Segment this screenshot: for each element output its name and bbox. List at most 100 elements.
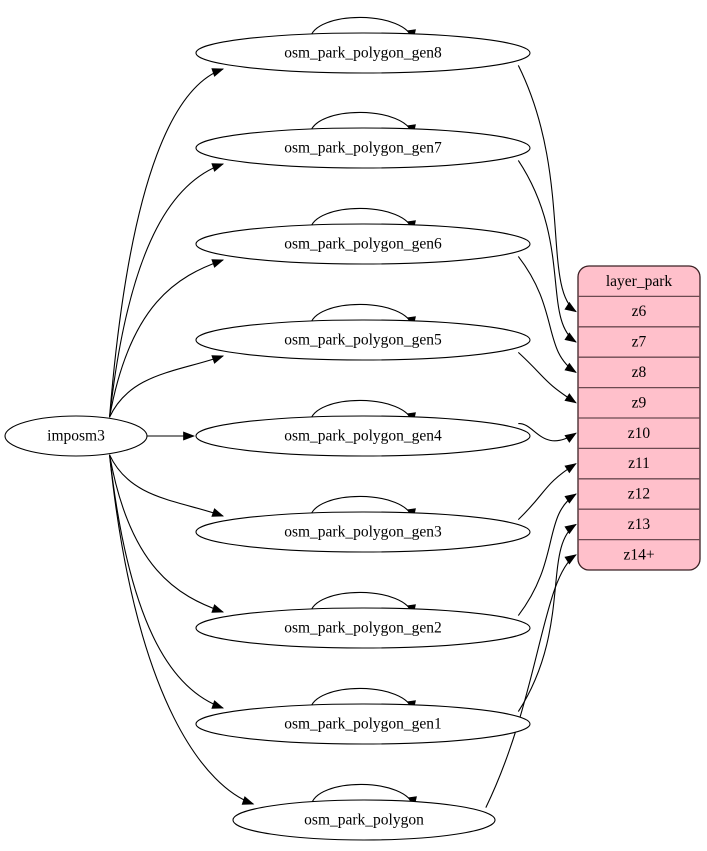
node-shape <box>195 127 531 169</box>
node-label: osm_park_polygon_gen1 <box>284 716 442 733</box>
node-shape <box>232 799 496 841</box>
edge-osm_park_polygon_gen8-to-z6 <box>517 65 577 313</box>
node-osm_park_polygon_gen6[interactable]: osm_park_polygon_gen6 <box>195 223 531 265</box>
table-row-z7[interactable]: z7 <box>632 334 647 351</box>
node-label: osm_park_polygon_gen6 <box>284 236 442 253</box>
edge-osm_park_polygon_gen3-to-z11 <box>517 463 577 520</box>
edge-osm_park_polygon_gen5-to-z9 <box>517 351 577 404</box>
edge-arrowhead <box>564 301 577 313</box>
node-osm_park_polygon_gen5[interactable]: osm_park_polygon_gen5 <box>195 319 531 361</box>
node-layer: imposm3 osm_park_polygon_gen8 osm_park_pol… <box>4 32 531 841</box>
edge-arrowhead <box>211 355 225 364</box>
edge-path <box>108 68 224 418</box>
node-label: osm_park_polygon_gen3 <box>284 524 442 541</box>
edge-arrowhead <box>183 431 195 441</box>
edge-arrowhead <box>564 493 577 504</box>
table-row-z8[interactable]: z8 <box>632 364 647 381</box>
node-osm_park_polygon_gen3[interactable]: osm_park_polygon_gen3 <box>195 511 531 553</box>
table-row-label-z9: z9 <box>632 394 647 411</box>
edge-osm_park_polygon_gen4-to-z10 <box>518 423 577 443</box>
edge-layer <box>108 65 577 808</box>
edge-arrowhead <box>564 332 577 343</box>
table-row-label-z11: z11 <box>628 455 650 472</box>
edge-imposm3-to-osm_park_polygon_gen8 <box>108 68 225 418</box>
edge-arrowhead <box>211 163 225 172</box>
node-label: osm_park_polygon_gen8 <box>284 45 442 62</box>
edge-path <box>109 454 224 517</box>
edge-osm_park_polygon-to-z14+ <box>485 554 577 808</box>
self-loop-path <box>310 783 415 808</box>
table-row-label-z7: z7 <box>632 334 647 351</box>
edge-arrowhead <box>564 554 577 565</box>
self-loop-path <box>309 303 414 328</box>
edge-path <box>517 493 577 616</box>
edge-imposm3-to-osm_park_polygon_gen5 <box>109 355 225 418</box>
node-shape <box>4 415 148 457</box>
node-shape <box>195 415 531 457</box>
edge-path <box>517 463 577 520</box>
edge-imposm3-to-osm_park_polygon_gen2 <box>109 454 225 613</box>
edge-imposm3-to-osm_park_polygon_gen7 <box>109 163 225 418</box>
self-loop-path <box>309 16 414 41</box>
table-node-layer: layer_park z6 z7 z8 z9 z10 z11 z12 z13 z14+ <box>577 265 701 571</box>
edge-arrowhead <box>564 463 577 474</box>
edge-path <box>517 523 577 712</box>
table-row-z13[interactable]: z13 <box>628 516 651 533</box>
edge-osm_park_polygon_gen7-to-z7 <box>517 160 577 343</box>
node-shape <box>195 703 531 745</box>
edge-arrowhead <box>211 508 225 517</box>
node-label: osm_park_polygon_gen4 <box>284 428 442 445</box>
edge-arrowhead <box>564 432 577 443</box>
table-row-z9[interactable]: z9 <box>632 394 647 411</box>
table-row-z11[interactable]: z11 <box>628 455 650 472</box>
edge-arrowhead <box>564 362 577 373</box>
node-osm_park_polygon_gen2[interactable]: osm_park_polygon_gen2 <box>195 607 531 649</box>
table-row-z14+[interactable]: z14+ <box>623 546 654 563</box>
layer-park-table: layer_park z6 z7 z8 z9 z10 z11 z12 z13 z14+ <box>577 265 701 571</box>
node-osm_park_polygon_gen1[interactable]: osm_park_polygon_gen1 <box>195 703 531 745</box>
table-row-label-z10: z10 <box>628 425 651 442</box>
edge-osm_park_polygon_gen2-to-z12 <box>517 493 577 616</box>
edge-path <box>109 454 254 805</box>
edge-arrowhead <box>211 700 225 709</box>
edge-path <box>517 65 577 313</box>
self-loop-path <box>309 591 414 616</box>
self-loop-path <box>309 111 414 136</box>
node-shape <box>195 32 531 74</box>
edge-imposm3-to-osm_park_polygon_gen4 <box>147 431 195 441</box>
node-osm_park_polygon_gen8[interactable]: osm_park_polygon_gen8 <box>195 32 531 74</box>
edge-osm_park_polygon_gen6-to-z8 <box>517 256 577 373</box>
node-shape <box>195 319 531 361</box>
node-label: osm_park_polygon_gen5 <box>284 332 442 349</box>
node-label: osm_park_polygon_gen2 <box>284 620 442 637</box>
table-row-z6[interactable]: z6 <box>632 303 647 320</box>
node-shape <box>195 607 531 649</box>
edge-path <box>485 554 577 808</box>
node-osm_park_polygon[interactable]: osm_park_polygon <box>232 799 496 841</box>
self-loop-path <box>309 687 414 712</box>
table-row-z12[interactable]: z12 <box>628 486 650 503</box>
edge-path <box>517 160 577 343</box>
node-shape <box>195 511 531 553</box>
table-row-label-z8: z8 <box>632 364 647 381</box>
table-row-z10[interactable]: z10 <box>628 425 651 442</box>
table-row-label-z12: z12 <box>628 486 650 503</box>
edge-arrowhead <box>241 796 255 805</box>
table-header-label: layer_park <box>606 273 673 290</box>
edge-path <box>109 163 224 418</box>
table-row-label-z14+: z14+ <box>623 546 654 563</box>
edge-arrowhead <box>211 259 225 268</box>
edge-imposm3-to-osm_park_polygon_gen1 <box>109 454 225 709</box>
edge-path <box>109 355 224 418</box>
table-row-label-z6: z6 <box>632 303 647 320</box>
node-label: osm_park_polygon <box>304 812 424 829</box>
node-osm_park_polygon_gen7[interactable]: osm_park_polygon_gen7 <box>195 127 531 169</box>
self-loop-path <box>309 207 414 232</box>
edge-arrowhead <box>564 523 577 535</box>
node-label: osm_park_polygon_gen7 <box>284 140 442 157</box>
node-osm_park_polygon_gen4[interactable]: osm_park_polygon_gen4 <box>195 415 531 457</box>
self-loop-path <box>309 399 414 424</box>
node-imposm3[interactable]: imposm3 <box>4 415 148 457</box>
